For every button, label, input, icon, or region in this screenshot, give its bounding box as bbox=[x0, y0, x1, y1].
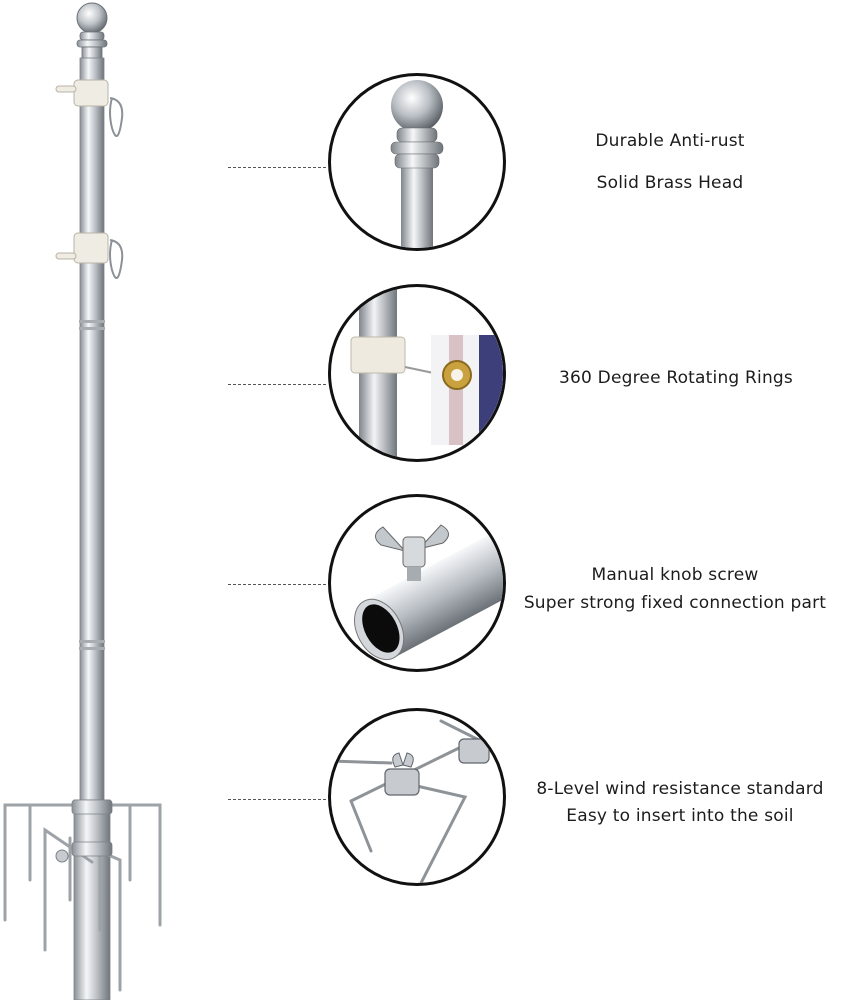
ground-stake bbox=[3, 803, 162, 992]
leader-line-rings bbox=[228, 384, 326, 385]
flagpole-illustration bbox=[3, 2, 162, 1000]
detail-circle-head bbox=[328, 73, 506, 251]
pole-shaft bbox=[79, 57, 105, 801]
leader-line-stake bbox=[228, 799, 326, 800]
leader-line-screw bbox=[228, 584, 326, 585]
detail-circle-stake bbox=[328, 708, 506, 886]
feature-head-line-1: Durable Anti-rust bbox=[595, 131, 745, 151]
feature-label-rings: 360 Degree Rotating Rings bbox=[546, 368, 806, 389]
feature-rings-line-1: 360 Degree Rotating Rings bbox=[559, 368, 793, 388]
top-ring bbox=[55, 79, 124, 137]
detail-circle-screw bbox=[328, 494, 506, 672]
feature-head-line-2: Solid Brass Head bbox=[596, 173, 744, 193]
feature-label-head: Durable Anti-rust Solid Brass Head bbox=[560, 131, 780, 194]
ball-finial-icon bbox=[390, 80, 444, 248]
rotating-ring-icon bbox=[350, 287, 503, 459]
feature-screw-line-2: Super strong fixed connection part bbox=[523, 593, 827, 613]
leader-line-head bbox=[228, 167, 326, 168]
finial-ball bbox=[76, 2, 108, 34]
feature-screw-line-1: Manual knob screw bbox=[591, 565, 759, 585]
wing-nut-icon bbox=[354, 524, 503, 661]
feature-stake-line-1: 8-Level wind resistance standard bbox=[536, 779, 824, 799]
feature-stake-line-2: Easy to insert into the soil bbox=[566, 806, 794, 826]
feature-label-screw: Manual knob screw Super strong fixed con… bbox=[516, 565, 834, 614]
ground-stake-icon bbox=[331, 719, 503, 883]
detail-circle-rings bbox=[328, 284, 506, 462]
feature-label-stake: 8-Level wind resistance standard Easy to… bbox=[530, 779, 830, 827]
bottom-ring bbox=[55, 232, 124, 279]
